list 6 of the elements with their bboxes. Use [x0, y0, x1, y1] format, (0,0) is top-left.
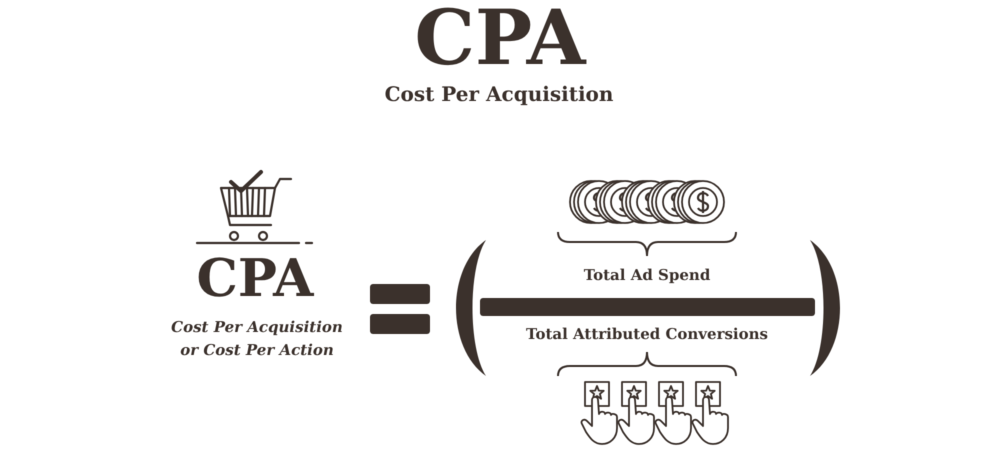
abbreviation: CPA: [196, 252, 314, 307]
subtitle: Cost Per Acquisition: [384, 84, 614, 105]
title: CPA: [414, 0, 586, 78]
definition: Cost Per Acquisition or Cost Per Action: [170, 317, 344, 360]
numerator-label: Total Ad Spend: [584, 268, 710, 284]
denominator-label: Total Attributed Conversions: [526, 327, 768, 343]
